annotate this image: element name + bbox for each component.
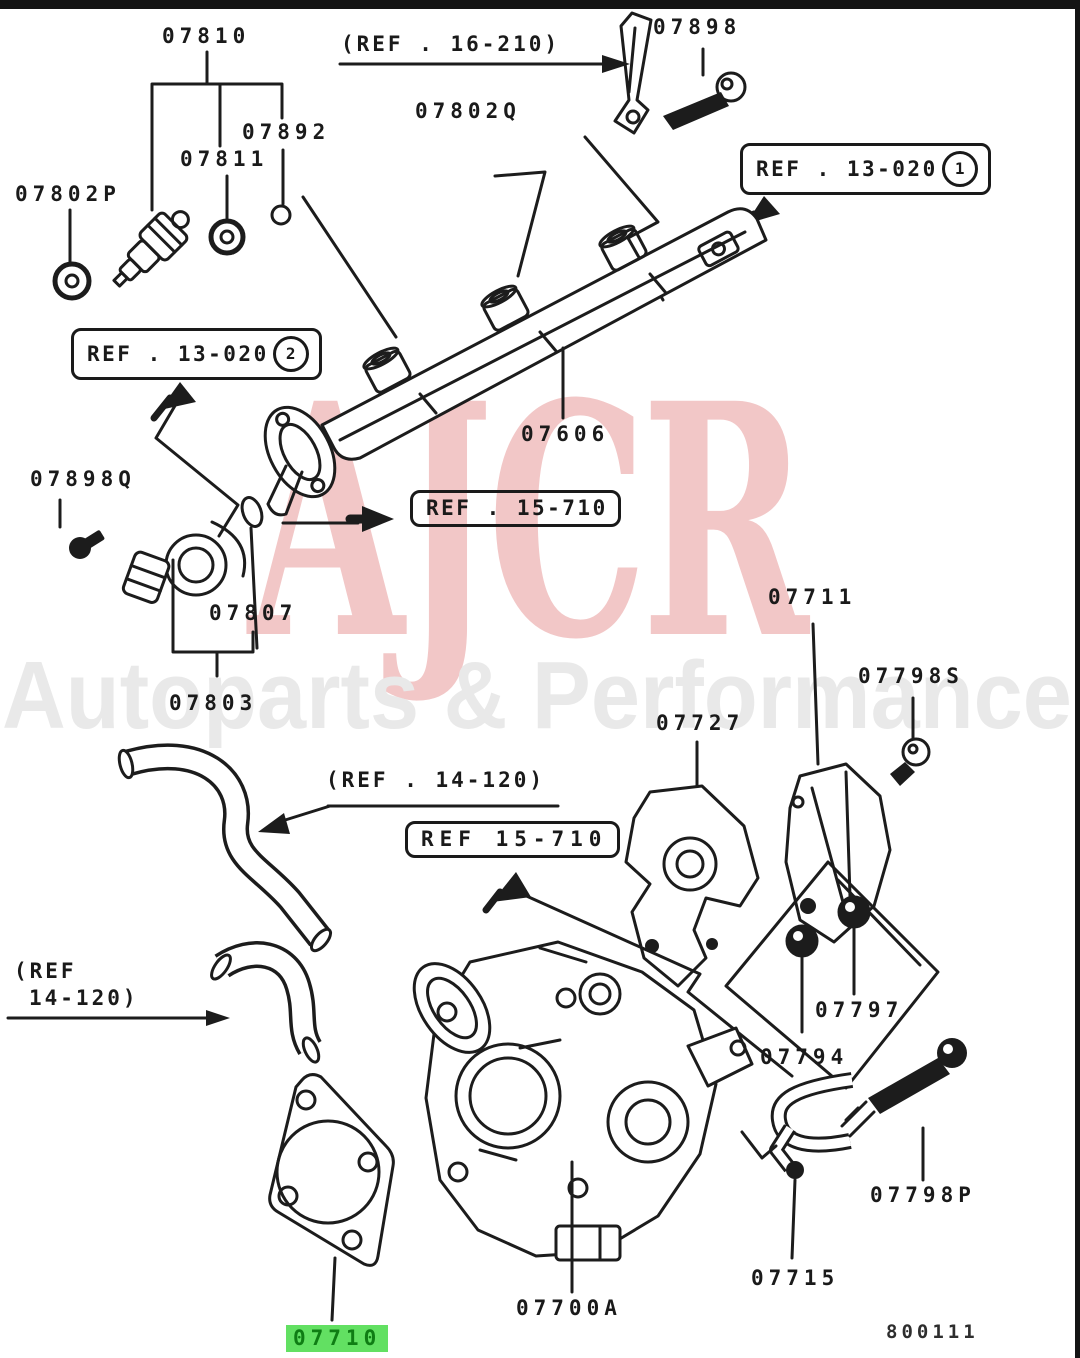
ref-box-badge: 2 [272,336,309,372]
gasket-07710-drawing [268,1073,395,1322]
pipe-07794-drawing [770,1072,854,1153]
part-label-07811: 07811 [180,147,269,171]
part-label-07898Q: 07898Q [30,467,136,491]
part-label-07898: 07898 [653,15,742,39]
ref-box-text: REF . 15-710 [426,496,608,520]
upper-hose-drawing [117,743,560,953]
ref-15-710-upper-arrow [345,506,394,532]
ref-box-13-020-1: REF . 13-020 1 [740,143,991,195]
ref-note-16-210: (REF . 16-210) [341,32,561,56]
part-label-07810: 07810 [162,24,251,48]
part-label-07710-highlighted[interactable]: 07710 [286,1325,389,1353]
timing-bracket-drawing [613,11,653,135]
top-border [0,0,1080,9]
part-label-07715: 07715 [751,1266,840,1290]
pressure-regulator-drawing [58,382,264,678]
ref-box-13-020-2: REF . 13-020 2 [71,328,322,380]
injector-group-drawing [52,50,292,301]
right-border [1075,0,1080,1358]
ref-box-15-710-upper: REF . 15-710 [410,490,621,527]
ref-box-text: REF 15-710 [421,827,608,851]
bolt-07798P-drawing [840,1038,967,1182]
part-label-07803: 07803 [169,691,258,715]
part-label-07794: 07794 [760,1045,849,1069]
throttle-body-drawing [412,940,754,1294]
ref-box-15-710-lower: REF 15-710 [405,821,621,858]
part-label-07727: 07727 [656,711,745,735]
part-label-07606: 07606 [521,422,610,446]
part-label-07807: 07807 [209,601,298,625]
nuts-07797-drawing [785,895,871,1034]
ref-box-text: REF . 13-020 [87,341,269,366]
part-label-07798P: 07798P [870,1183,976,1207]
fitting-07715-drawing [740,1124,804,1260]
ref-16-210-pointer [338,55,630,73]
part-label-07802P: 07802P [15,182,121,206]
bolt-07798S-drawing [890,696,931,786]
lower-hose-drawing [6,941,323,1064]
part-label-07798S: 07798S [858,664,964,688]
part-label-07892: 07892 [242,120,331,144]
ref-box-badge: 1 [941,151,978,187]
bolt-07898-drawing [663,47,747,130]
part-label-07700A: 07700A [516,1296,622,1320]
ref-note-14-120-mid: (REF . 14-120) [326,768,546,792]
part-label-07802Q: 07802Q [415,99,521,123]
part-label-07711: 07711 [768,585,857,609]
watermark-tagline: Autoparts & Performance [2,642,1072,749]
ref-note-14-120-left-line1: (REF [14,959,77,983]
fuel-rail-drawing [263,135,768,525]
part-label-07797: 07797 [815,998,904,1022]
diagram-plate-code: 800111 [886,1321,979,1343]
ref-box-text: REF . 13-020 [756,156,938,181]
ref-note-14-120-left-line2: 14-120) [29,986,139,1010]
